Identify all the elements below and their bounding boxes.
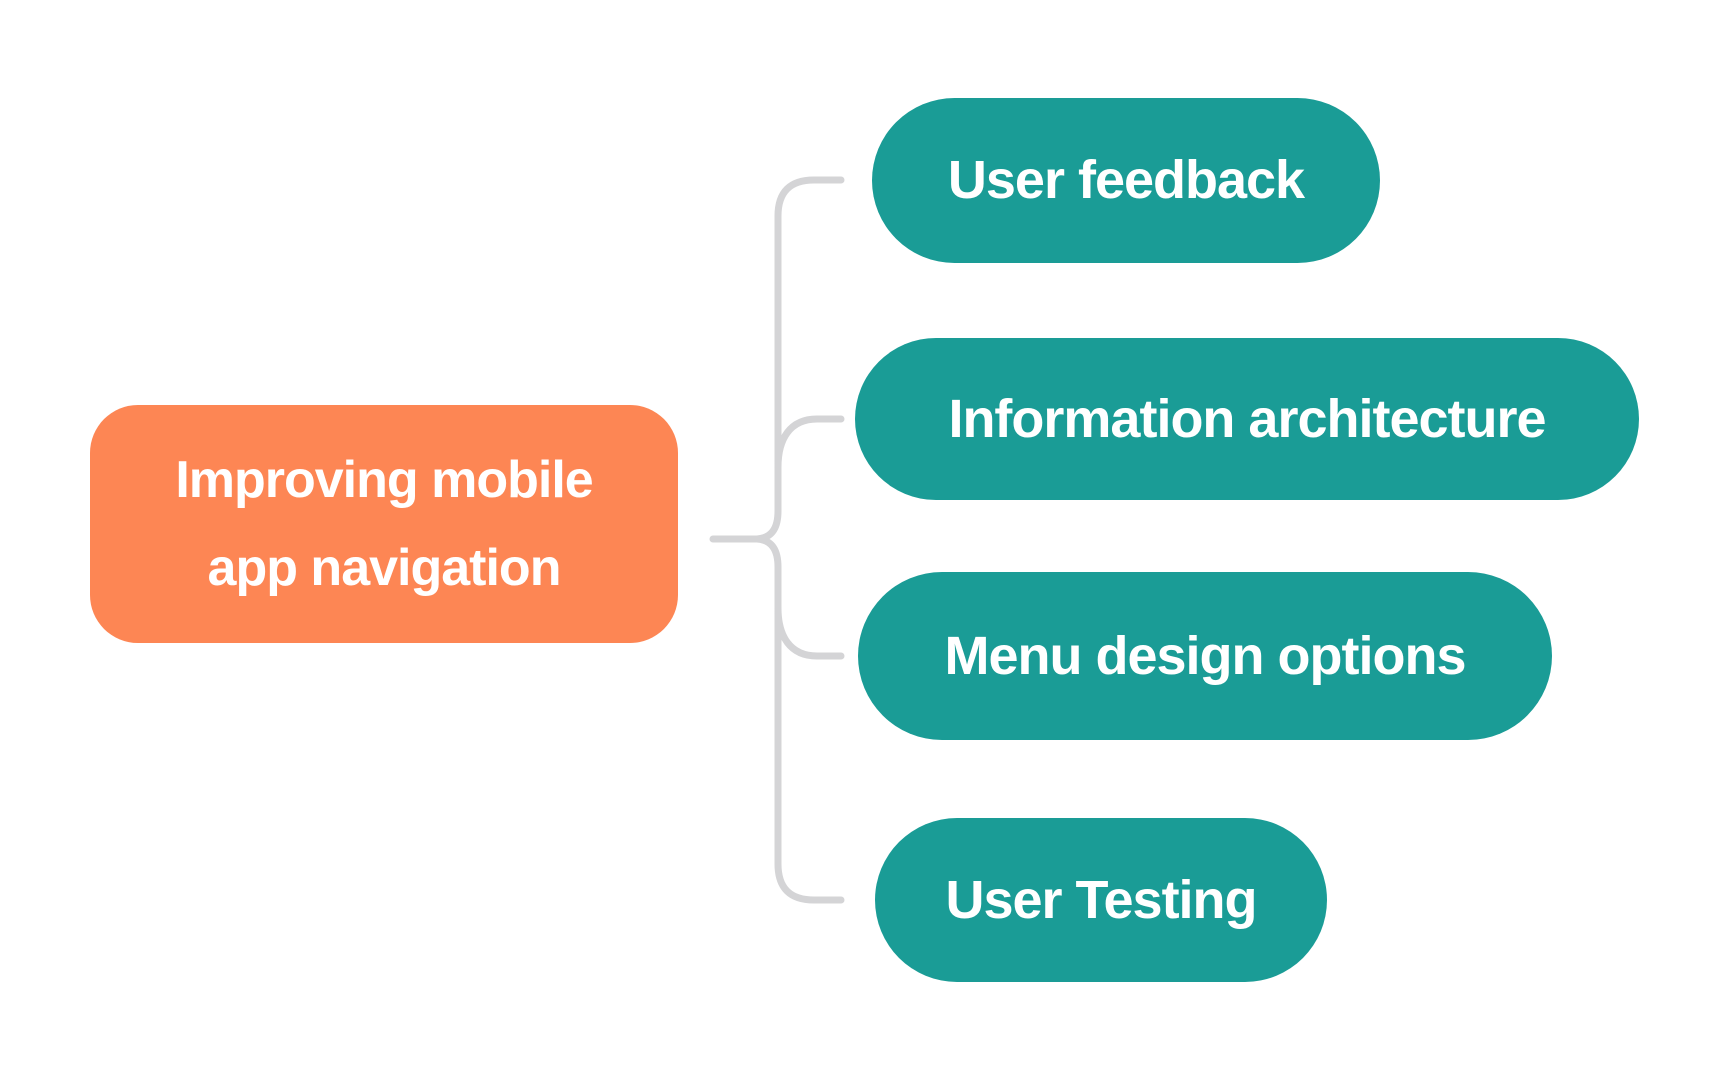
node-label: Menu design options bbox=[944, 625, 1467, 686]
root-label-line-2: app navigation bbox=[207, 539, 562, 597]
connector-branch-information-architecture bbox=[774, 415, 845, 471]
mindmap-node-user-testing[interactable]: User Testing bbox=[875, 818, 1327, 982]
mindmap-root-node[interactable]: Improving mobile app navigation bbox=[90, 405, 678, 643]
node-label: Information architecture bbox=[948, 388, 1546, 449]
node-label: User Testing bbox=[945, 869, 1257, 930]
mindmap-node-information-architecture[interactable]: Information architecture bbox=[855, 338, 1639, 500]
connector-brace-upper-arm bbox=[753, 176, 845, 543]
connector-branch-menu-design-options bbox=[774, 604, 845, 660]
mindmap-node-user-feedback[interactable]: User feedback bbox=[872, 98, 1380, 263]
root-label-line-1: Improving mobile bbox=[175, 450, 593, 509]
connector-brace-lower-arm bbox=[753, 535, 845, 904]
mindmap-node-menu-design-options[interactable]: Menu design options bbox=[858, 572, 1552, 740]
node-label: User feedback bbox=[947, 150, 1305, 211]
